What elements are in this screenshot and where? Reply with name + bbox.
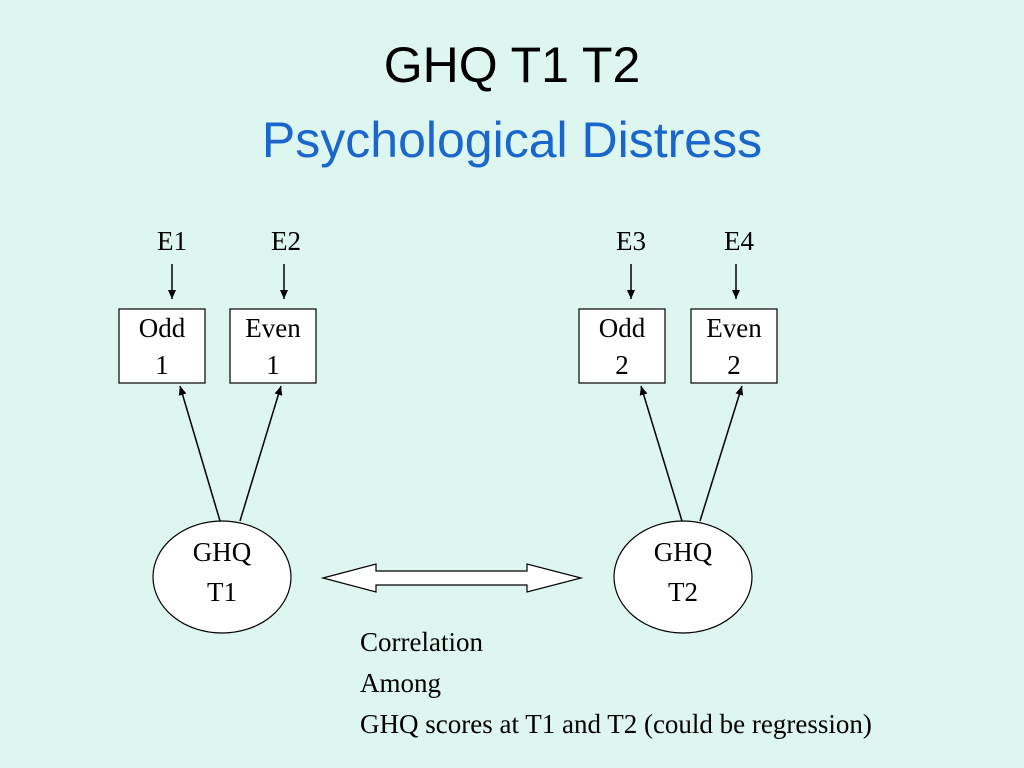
indicator-box-odd-1: Odd 1 xyxy=(118,308,206,384)
indicator-even-2-line1: Even xyxy=(706,313,762,343)
indicator-box-odd-2: Odd 2 xyxy=(578,308,666,384)
latent-node-ghq-t1: GHQ T1 xyxy=(152,520,292,634)
correlation-double-arrow xyxy=(320,563,584,593)
note-line-1: Correlation xyxy=(360,627,483,657)
indicator-even-1-line1: Even xyxy=(245,313,301,343)
loading-arrow-t1-even xyxy=(239,385,283,522)
latent-node-ghq-t2: GHQ T2 xyxy=(613,520,753,634)
error-label-e4: E4 xyxy=(724,226,754,256)
loading-arrow-t2-even xyxy=(699,385,744,522)
error-label-e3: E3 xyxy=(616,226,646,256)
slide-subtitle: Psychological Distress xyxy=(261,112,763,168)
latent-ghq-t2-line1: GHQ xyxy=(654,537,713,567)
indicator-odd-1-line2: 1 xyxy=(155,350,169,380)
indicator-even-1-line2: 1 xyxy=(266,350,280,380)
indicator-box-even-2: Even 2 xyxy=(690,308,778,384)
indicator-odd-2-line2: 2 xyxy=(615,350,629,380)
latent-ghq-t1-line1: GHQ xyxy=(193,537,252,567)
correlation-note: Correlation Among GHQ scores at T1 and T… xyxy=(360,622,872,745)
error-label-e1: E1 xyxy=(157,226,187,256)
note-line-3: GHQ scores at T1 and T2 (could be regres… xyxy=(360,709,872,739)
indicator-odd-2-line1: Odd xyxy=(599,313,646,343)
slide-title: GHQ T1 T2 xyxy=(383,37,641,93)
latent-ghq-t1-line2: T1 xyxy=(207,577,237,607)
error-label-e2: E2 xyxy=(271,226,301,256)
loading-arrow-t2-odd xyxy=(639,385,683,522)
latent-ghq-t2-line2: T2 xyxy=(668,577,698,607)
indicator-even-2-line2: 2 xyxy=(727,350,741,380)
note-line-2: Among xyxy=(360,668,441,698)
indicator-odd-1-line1: Odd xyxy=(139,313,186,343)
indicator-box-even-1: Even 1 xyxy=(229,308,317,384)
loading-arrow-t1-odd xyxy=(178,385,221,522)
